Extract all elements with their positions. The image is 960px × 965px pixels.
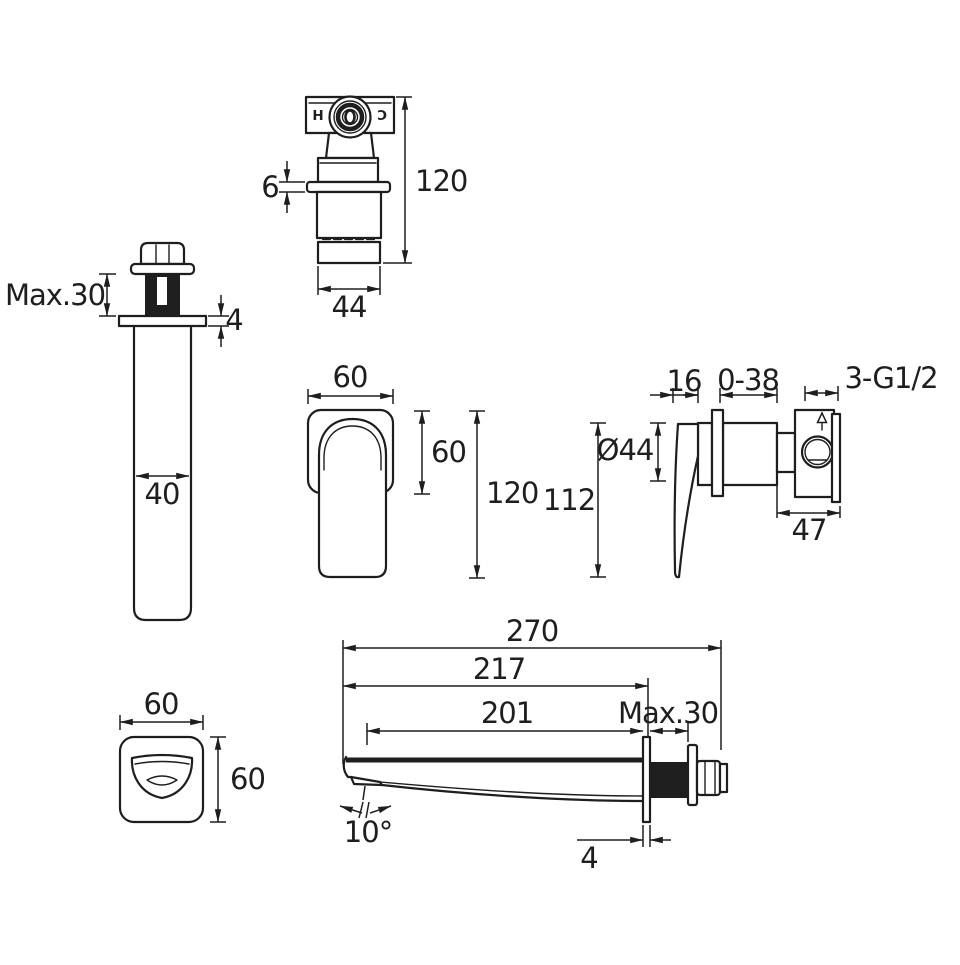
- dim-label-body-height: 120: [415, 164, 467, 198]
- dim-label-tube-width: 40: [145, 477, 180, 511]
- wall-plate: [641, 735, 652, 824]
- handle-lever-side: [673, 422, 700, 579]
- dim-label-thread-length: Max.30: [5, 278, 105, 312]
- dim-label-handle-offset: 16: [667, 364, 702, 398]
- handle-inner-line: [323, 425, 382, 471]
- escutcheon-side: [710, 408, 725, 498]
- cold-label: C: [377, 108, 387, 124]
- hex-nut-facets: [704, 761, 716, 795]
- outlet-port-outer: [800, 435, 835, 469]
- valve-cartridge-body: [721, 421, 779, 487]
- dim-label-diameter: Ø44: [597, 433, 654, 467]
- valve-body: [315, 190, 383, 240]
- view-valve-side: 16 0-38 3-G1/2 Ø44 112 47: [543, 361, 939, 579]
- body-flange: [305, 180, 392, 194]
- angle-ext-line: [362, 785, 366, 801]
- dim-label-escutcheon-width: 60: [144, 687, 179, 721]
- view-spout-side: 270 217 201 Max.30 10° 4: [339, 614, 729, 875]
- washer: [129, 262, 196, 276]
- spindle-ring-mid: [333, 100, 367, 134]
- view-escutcheon-front: 60 60: [118, 687, 266, 824]
- hex-nut-facets: [155, 244, 170, 264]
- dim-label-body-depth: 47: [792, 513, 827, 547]
- shank-tube: [132, 324, 193, 622]
- dim-label-escutcheon-height: 60: [230, 762, 265, 796]
- dim-label-body-width: 44: [332, 290, 367, 324]
- outlet-port-inner: [804, 438, 831, 466]
- hex-nut-side: [695, 759, 722, 797]
- spindle-ring-outer: [328, 95, 372, 139]
- ext-lines: [642, 825, 651, 847]
- dim-label-total-height: 120: [486, 476, 538, 510]
- flow-direction-arrow-icon: [816, 411, 828, 424]
- hex-nut: [139, 241, 186, 266]
- dim-label-tip-angle: 10°: [344, 815, 392, 849]
- hex-nut-cap: [718, 762, 729, 794]
- wall-bracket-plate: [830, 412, 842, 504]
- dim-label-max-wall: Max.30: [618, 696, 718, 730]
- dim-label-side-height: 112: [543, 483, 595, 517]
- dim-label-total-length: 270: [506, 614, 558, 648]
- cold-label-mirror: C: [377, 108, 387, 124]
- view-valve-body-front: H C 120 6 44: [261, 95, 468, 324]
- handle-hub: [696, 421, 714, 487]
- hot-label: H: [312, 108, 323, 124]
- spout-outlet-lip: [349, 775, 384, 787]
- spout-underside-inner: [379, 781, 644, 797]
- view-wall-shank: Max.30 4 40: [5, 241, 244, 622]
- spout-underside-outer: [380, 783, 645, 803]
- dim-label-plate-thickness: 4: [580, 841, 597, 875]
- thread-slot: [157, 277, 167, 305]
- dim-label-escutcheon-height: 60: [431, 435, 466, 469]
- dim-label-length-to-plate: 217: [473, 652, 525, 686]
- dim-label-wall-range: 0-38: [717, 363, 779, 397]
- angle-ticks: [358, 801, 370, 819]
- wall-flange: [117, 314, 208, 328]
- dim-label-flange-thickness: 4: [225, 303, 242, 337]
- spout-outlet-lens: [146, 775, 178, 786]
- spout-end-inner-line: [134, 760, 190, 765]
- body-step: [775, 431, 797, 474]
- washer-side: [686, 743, 699, 807]
- spindle-stem: [344, 109, 356, 125]
- threaded-shank-side: [650, 762, 688, 798]
- dim-label-flange-thickness: 6: [261, 170, 278, 204]
- dim-label-handle-width: 60: [333, 360, 368, 394]
- spout-nose: [342, 755, 353, 779]
- lower-body: [316, 240, 382, 265]
- angle-arrow-left: [339, 805, 363, 814]
- spindle-ring-dark: [335, 102, 365, 132]
- handle-lever: [317, 417, 388, 579]
- dim-label-reach: 201: [481, 696, 533, 730]
- dim-label-thread-spec: 3-G1/2: [844, 361, 937, 395]
- angle-arrow-right: [369, 805, 392, 814]
- upper-cylinder: [316, 156, 380, 184]
- view-handle-front: 60 60 120: [306, 360, 539, 579]
